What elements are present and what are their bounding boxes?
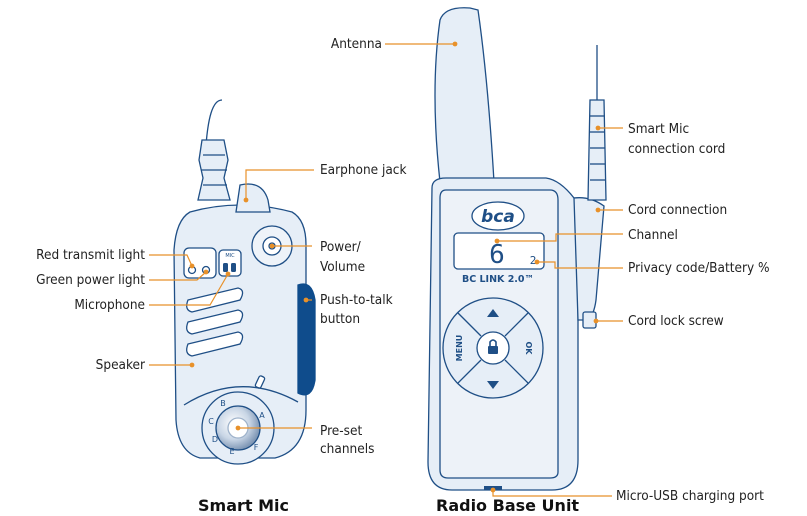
lcd-display [453, 232, 545, 270]
label-power-volume-line2: Volume [320, 259, 366, 275]
label-micro-usb: Micro-USB charging port [616, 488, 764, 504]
radio-base-unit [427, 7, 607, 491]
speaker [186, 287, 244, 357]
label-smart-mic-cord-line2: connection cord [628, 141, 726, 157]
label-green-power-light: Green power light [36, 272, 145, 288]
label-antenna: Antenna [330, 36, 382, 52]
lock-icon [488, 346, 498, 354]
label-cord-connection: Cord connection [628, 202, 728, 218]
push-to-talk-button [297, 283, 316, 396]
up-arrow-icon [487, 309, 499, 317]
label-cord-lock-screw: Cord lock screw [628, 313, 724, 329]
leader-dots [189, 41, 601, 493]
label-smart-mic-cord-line1: Smart Mic [628, 121, 690, 137]
mic-text: MIC [225, 253, 235, 259]
label-channel: Channel [628, 227, 678, 243]
label-preset-line1: Pre-set [320, 423, 363, 439]
channel-letter-d: D [212, 435, 218, 444]
label-red-transmit-light: Red transmit light [36, 247, 145, 263]
label-push-to-talk-line1: Push-to-talk [320, 292, 393, 308]
label-privacy-battery: Privacy code/Battery % [628, 260, 770, 276]
menu-text: MENU [455, 335, 464, 362]
antenna [434, 7, 495, 183]
brand-logo-text: bca [481, 207, 515, 227]
label-microphone: Microphone [74, 297, 145, 313]
led-panel [183, 247, 217, 279]
label-speaker: Speaker [95, 357, 145, 373]
smart-mic-cord [205, 99, 223, 146]
channel-letter-c: C [208, 417, 214, 426]
label-earphone-jack: Earphone jack [320, 162, 407, 178]
channel-letter-a: A [259, 411, 265, 420]
cord-connection-housing [573, 197, 605, 321]
channel-letter-b: B [220, 399, 226, 408]
channel-letter-f: F [254, 443, 259, 452]
smart-mic-connection-cord [587, 99, 607, 201]
model-text: BC LINK 2.0™ [462, 274, 534, 285]
display-privacy-digit: 2 [530, 254, 537, 267]
down-arrow-icon [487, 381, 499, 389]
label-power-volume-line1: Power/ [320, 239, 361, 255]
caption-smart-mic: Smart Mic [198, 496, 289, 515]
label-push-to-talk-line2: button [320, 311, 361, 327]
caption-radio-base-unit: Radio Base Unit [436, 496, 580, 515]
channel-letter-e: E [229, 447, 234, 456]
smart-mic [173, 99, 316, 465]
ok-text: OK [524, 342, 533, 356]
bca-logo [471, 201, 525, 231]
label-preset-line2: channels [320, 441, 375, 457]
display-channel-digit: 6 [489, 240, 505, 270]
